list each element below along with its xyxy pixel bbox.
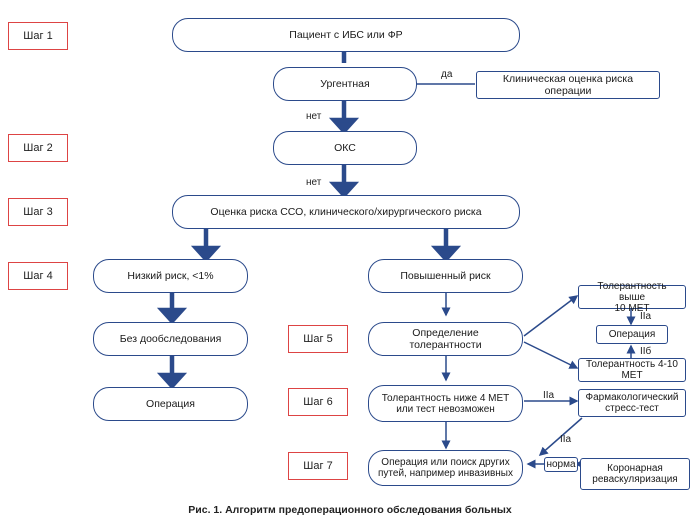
edge-label-iia-3: IIa <box>560 434 572 445</box>
node-urgent: Ургентная <box>273 67 417 101</box>
edge-label-yes: да <box>441 69 453 80</box>
thick-arrows <box>156 51 462 390</box>
edge-label-iib: IIб <box>640 346 652 357</box>
node-patient: Пациент с ИБС или ФР <box>172 18 520 52</box>
step-3-label: Шаг 3 <box>8 198 68 226</box>
edge-label-iia-2: IIa <box>543 390 555 401</box>
step-1-label: Шаг 1 <box>8 22 68 50</box>
node-tolerance-above: Толерантность выше 10 МЕТ <box>578 281 686 314</box>
node-no-further-exam: Без дообследования <box>93 322 248 356</box>
node-tolerance-range: Толерантность 4-10 МЕТ <box>578 358 686 382</box>
node-surgery-or-search: Операция или поиск других путей, наприме… <box>368 450 523 486</box>
node-clinical-assessment: Клиническая оценка риска операции <box>476 71 660 99</box>
node-high-risk: Повышенный риск <box>368 259 523 293</box>
node-oks: ОКС <box>273 131 417 165</box>
node-tolerance-below: Толерантность ниже 4 МЕТ или тест невозм… <box>368 385 523 422</box>
step-5-label: Шаг 5 <box>288 325 348 353</box>
edge-label-iia-1: IIa <box>640 311 652 322</box>
node-pharmacological-stress-test: Фармакологический стресс-тест <box>578 389 686 417</box>
step-6-label: Шаг 6 <box>288 388 348 416</box>
figure-caption: Рис. 1. Алгоритм предоперационного обсле… <box>188 504 512 516</box>
node-low-risk: Низкий риск, <1% <box>93 259 248 293</box>
node-norm: норма <box>544 457 578 472</box>
node-coronary-revascularization: Коронарная реваскуляризация <box>580 458 690 490</box>
step-2-label: Шаг 2 <box>8 134 68 162</box>
edge-label-no-2: нет <box>306 177 322 188</box>
step-4-label: Шаг 4 <box>8 262 68 290</box>
node-risk-evaluation: Оценка риска ССО, клинического/хирургиче… <box>172 195 520 229</box>
node-surgery-right: Операция <box>596 325 668 344</box>
node-tolerance-definition: Определение толерантности <box>368 322 523 356</box>
node-surgery-left: Операция <box>93 387 248 421</box>
step-7-label: Шаг 7 <box>288 452 348 480</box>
edge-label-no-1: нет <box>306 111 322 122</box>
